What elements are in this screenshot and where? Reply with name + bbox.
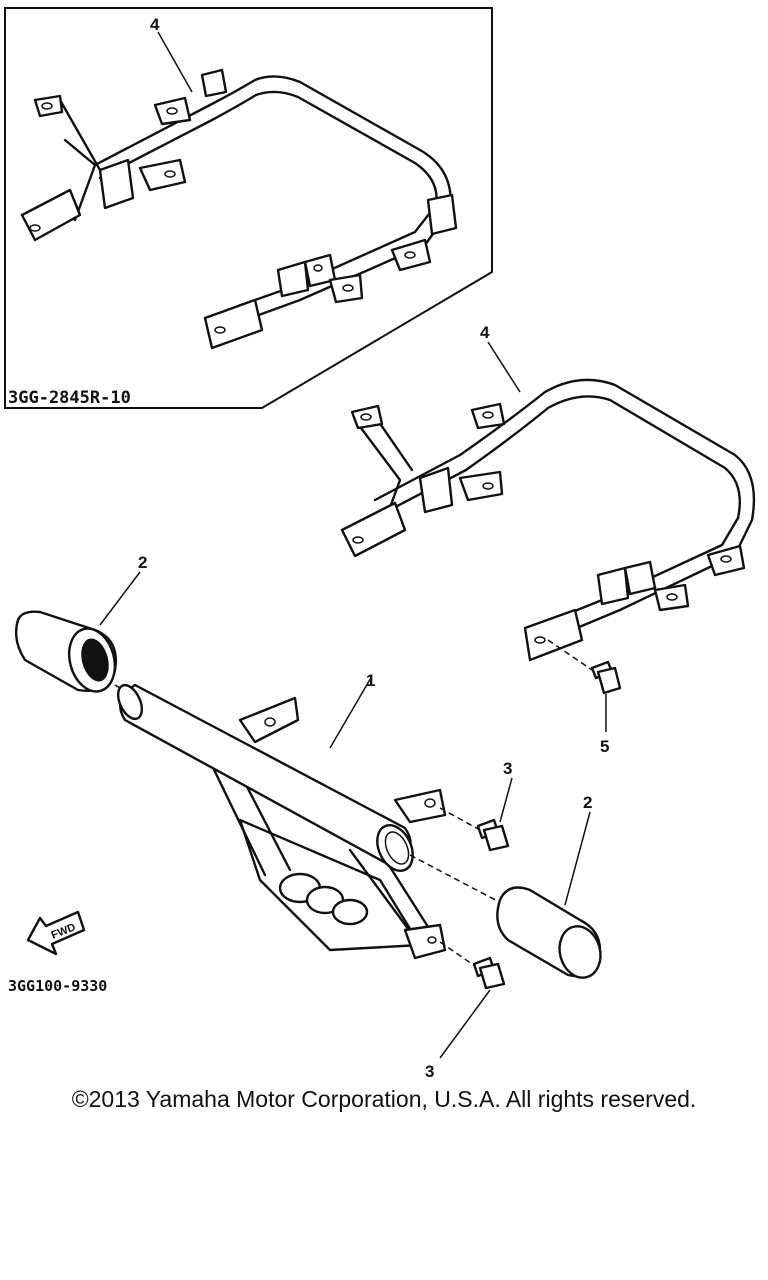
callout-right-cap: 2 (583, 793, 592, 812)
inset-part-code: 3GG-2845R-10 (8, 388, 131, 408)
callout-rack: 4 (480, 323, 490, 342)
upper-bolt-part (476, 818, 510, 852)
callout-upper-bolt: 3 (503, 759, 512, 778)
rear-rack-part (340, 378, 756, 662)
callout-left-cap: 2 (138, 553, 147, 572)
figure-part-code: 3GG100-9330 (8, 977, 107, 995)
front-bumper-part (116, 683, 447, 960)
callout-rack-bolt: 5 (600, 737, 609, 756)
lower-bolt-part (472, 956, 506, 990)
right-end-cap-part (496, 886, 602, 979)
parts-diagram: 3GG-2845R-10 (4, 7, 756, 1080)
inset-panel: 3GG-2845R-10 (4, 7, 493, 409)
callout-lower-bolt: 3 (425, 1062, 434, 1080)
callout-bumper: 1 (366, 671, 375, 690)
fwd-arrow-icon: FWD (26, 910, 86, 956)
copyright-notice: ©2013 Yamaha Motor Corporation, U.S.A. A… (71, 1086, 697, 1112)
inset-rack-part (20, 68, 458, 350)
left-end-cap-part (14, 610, 117, 693)
rack-bolt-part (590, 660, 622, 695)
callout-inset-rack: 4 (150, 15, 160, 34)
